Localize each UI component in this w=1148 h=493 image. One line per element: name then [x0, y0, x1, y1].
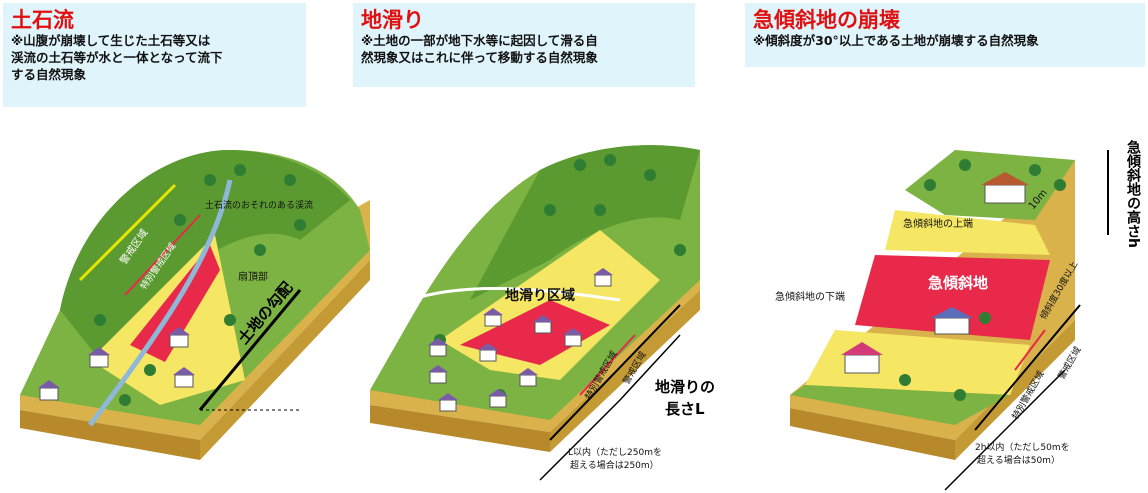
steep-slope-face: [855, 255, 1050, 340]
label-steep-slope: 急傾斜地: [928, 274, 988, 292]
title-landslide: 地滑り: [361, 8, 424, 32]
header-steep-slope: 急傾斜地の崩壊 ※傾斜度が30°以上である土地が崩壊する自然現象: [745, 3, 1145, 67]
limit-arrow: [944, 369, 1066, 491]
slope-line: [198, 289, 302, 411]
desc-steep-slope: ※傾斜度が30°以上である土地が崩壊する自然現象: [753, 33, 1039, 48]
trees: [94, 164, 306, 406]
label-limit-1: L以内（ただし250mを: [568, 446, 662, 458]
special-zone-arrow: [124, 214, 201, 296]
landslide-illustration: 地滑り区域 特別警戒区域 警戒区域 地滑りの 長さL L以内（ただし250mを …: [370, 145, 715, 481]
length-arrow: [549, 304, 681, 441]
header-debris-flow: 土石流 ※山腹が崩壊して生じた土石等又は 渓流の土石等が水と一体となって流下 す…: [3, 3, 306, 107]
upper-warning-strip: [885, 210, 1050, 255]
header-landslide: 地滑り ※土地の一部が地下水等に起因して滑る自 然現象又はこれに伴って移動する自…: [353, 3, 695, 87]
label-bottom-end: 急傾斜地の下端: [775, 290, 845, 303]
houses: [841, 172, 1029, 374]
special-zone-arrow: [579, 334, 636, 396]
steep-slope-illustration: 急傾斜地の上端 10m 急傾斜地 急傾斜地の下端 傾斜度30度以上 特別警戒区域…: [775, 139, 1142, 491]
title-steep-slope: 急傾斜地の崩壊: [753, 8, 900, 32]
label-fan-apex: 扇頂部: [238, 270, 268, 283]
label-limit-1: 2h以内（ただし50mを: [975, 441, 1070, 453]
label-height: 急傾斜地の高さh: [1125, 139, 1142, 248]
title-debris-flow: 土石流: [11, 8, 74, 32]
label-top-end: 急傾斜地の上端: [903, 217, 973, 230]
label-limit-2: 超える場合は50m）: [977, 454, 1060, 466]
debris-flow-illustration: 警戒区域 特別警戒区域 土石流のおそれのある渓流 扇頂部 土地の勾配: [20, 150, 370, 460]
label-landslide-area: 地滑り区域: [505, 287, 575, 304]
warning-zone-arrow: [974, 304, 1081, 431]
label-risk-stream: 土石流のおそれのある渓流: [205, 199, 313, 211]
houses: [428, 268, 613, 412]
special-zone-arrow: [1014, 329, 1046, 371]
warning-zone-arrow: [78, 183, 177, 282]
stream: [88, 179, 233, 427]
warning-zone-arrow: [619, 334, 681, 401]
panel-steep-slope: 急傾斜地の上端 10m 急傾斜地 急傾斜地の下端 傾斜度30度以上 特別警戒区域…: [745, 0, 1148, 493]
label-length-2: 長さL: [665, 400, 705, 418]
desc-landslide: ※土地の一部が地下水等に起因して滑る自 然現象又はこれに伴って移動する自然現象: [361, 33, 598, 65]
label-limit-2: 超える場合は250m）: [570, 459, 659, 471]
label-length-1: 地滑りの: [655, 378, 715, 396]
limit-arrow: [539, 399, 621, 481]
desc-debris-flow: ※山腹が崩壊して生じた土石等又は 渓流の土石等が水と一体となって流下 する自然現…: [11, 33, 223, 82]
panel-debris-flow: 警戒区域 特別警戒区域 土石流のおそれのある渓流 扇頂部 土地の勾配 土石流 ※…: [0, 0, 370, 493]
houses: [38, 327, 195, 401]
panel-landslide: 地滑り区域 特別警戒区域 警戒区域 地滑りの 長さL L以内（ただし250mを …: [350, 0, 745, 493]
